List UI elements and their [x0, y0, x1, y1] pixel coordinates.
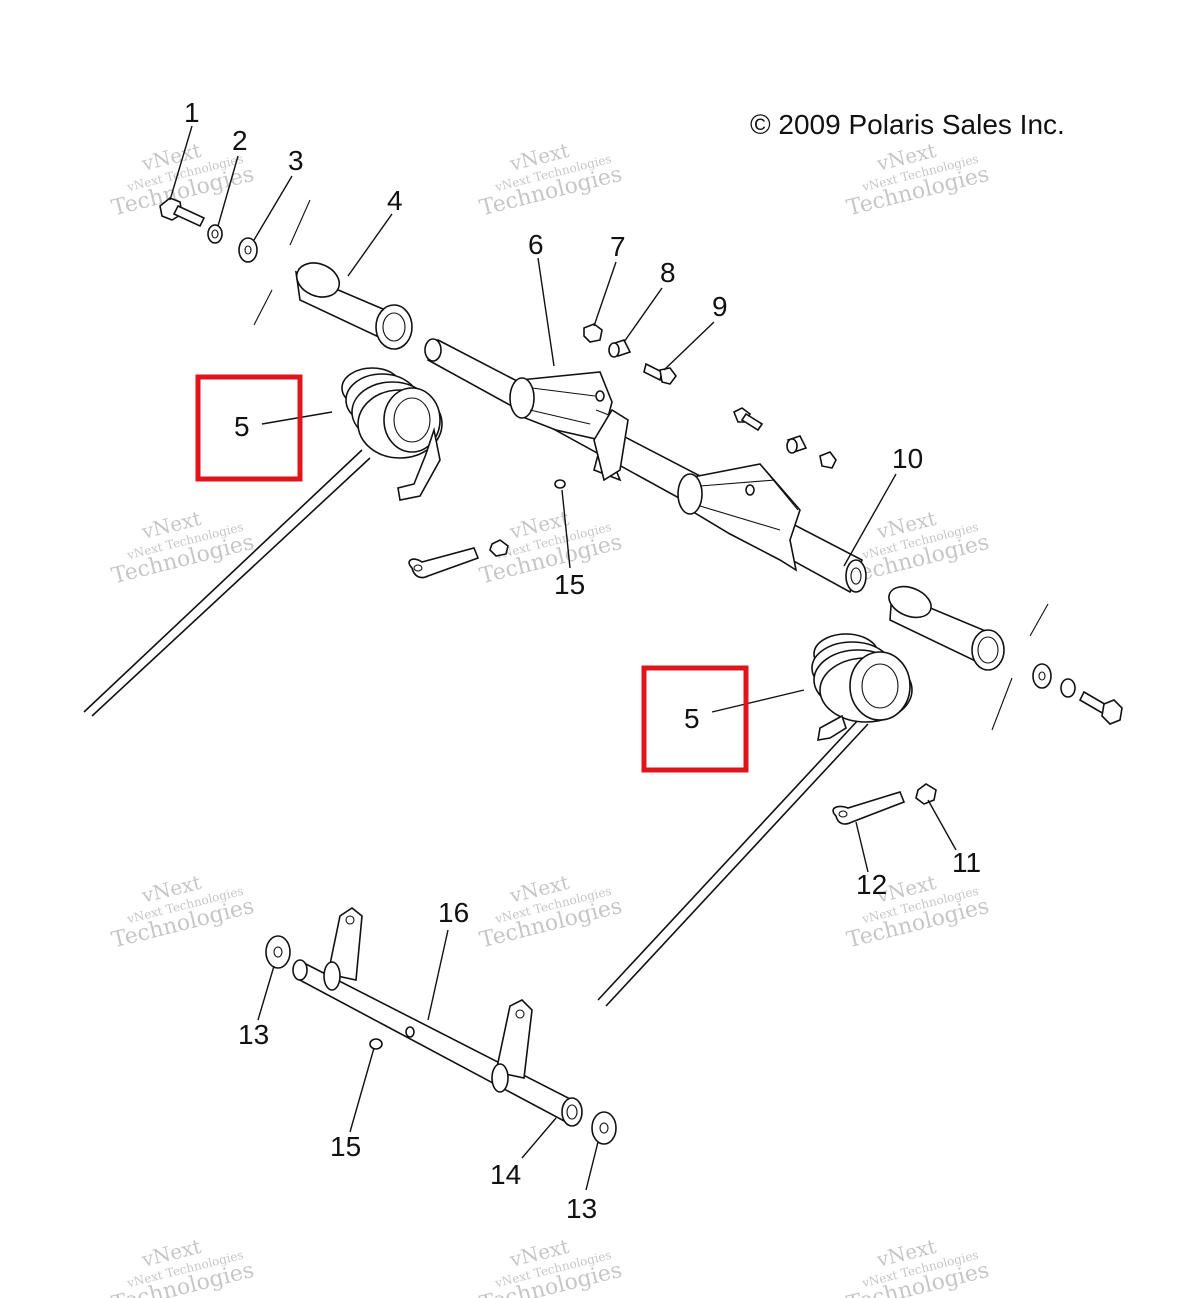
part-eye-bolt-left[interactable] [408, 539, 509, 579]
callout-13: 13 [238, 1019, 269, 1050]
part-eye-bolt-right[interactable] [832, 791, 906, 825]
callout-6: 6 [528, 229, 544, 260]
callout-4: 4 [387, 185, 403, 216]
highlight-box-part-5-right [641, 665, 749, 773]
callout-8: 8 [660, 257, 676, 288]
part-lock-washer-right[interactable] [1060, 678, 1076, 698]
part-bracket-left[interactable] [509, 371, 629, 482]
part-torsion-spring-right[interactable] [597, 633, 913, 1007]
part-spacer-right[interactable] [786, 435, 808, 454]
centerline [991, 677, 1013, 731]
part-bracket-right[interactable] [677, 463, 801, 572]
centerline [253, 289, 273, 326]
callout-15: 15 [554, 569, 585, 600]
callout-10: 10 [892, 443, 923, 474]
part-bolt-top-left[interactable] [159, 197, 206, 228]
copyright-text: © 2009 Polaris Sales Inc. [750, 109, 1065, 140]
callout-labels: 1 2 3 4 5 6 7 8 9 10 11 12 13 13 14 15 1… [184, 97, 981, 1224]
part-washer-13-right[interactable] [591, 1111, 617, 1145]
part-torsion-spring-left[interactable] [83, 367, 443, 717]
part-flat-washer-right-hole [1038, 671, 1046, 681]
callout-14: 14 [490, 1159, 521, 1190]
callout-5: 5 [684, 703, 700, 734]
part-grease-fitting-bottom[interactable] [369, 1038, 383, 1050]
callout-15: 15 [330, 1131, 361, 1162]
part-flat-washer[interactable] [238, 237, 258, 263]
part-main-shaft[interactable] [424, 338, 867, 594]
part-washer-13-left[interactable] [265, 935, 291, 969]
part-bolt-right[interactable] [1078, 690, 1123, 725]
part-nut-right[interactable] [819, 451, 837, 469]
centerline [1029, 603, 1049, 637]
part-bushing-left[interactable] [292, 257, 413, 350]
callout-11: 11 [952, 847, 981, 878]
part-flat-washer-right[interactable] [1032, 663, 1052, 689]
part-bushing-right[interactable] [884, 581, 1005, 671]
part-nut[interactable] [583, 323, 603, 343]
part-nut-11[interactable] [915, 783, 937, 805]
callout-1: 1 [184, 97, 200, 128]
part-bolt-right-small[interactable] [732, 407, 764, 432]
callout-3: 3 [288, 145, 304, 176]
callout-12: 12 [856, 869, 887, 900]
part-grease-fitting-top[interactable] [554, 479, 566, 489]
leader-lines [169, 125, 957, 1191]
centerline [289, 199, 311, 246]
callout-13: 13 [566, 1193, 597, 1224]
part-lower-shaft-assembly[interactable] [292, 907, 583, 1127]
callout-2: 2 [232, 125, 248, 156]
highlight-box-part-5-left [195, 374, 303, 482]
part-lock-washer[interactable] [207, 224, 223, 244]
callout-7: 7 [610, 231, 626, 262]
part-flat-washer-hole [244, 245, 252, 255]
callout-9: 9 [712, 291, 728, 322]
part-lock-washer-hole [211, 229, 219, 239]
callout-16: 16 [438, 897, 469, 928]
callout-5: 5 [234, 411, 250, 442]
part-spacer[interactable] [608, 339, 632, 358]
part-bolt-small[interactable] [643, 362, 677, 385]
